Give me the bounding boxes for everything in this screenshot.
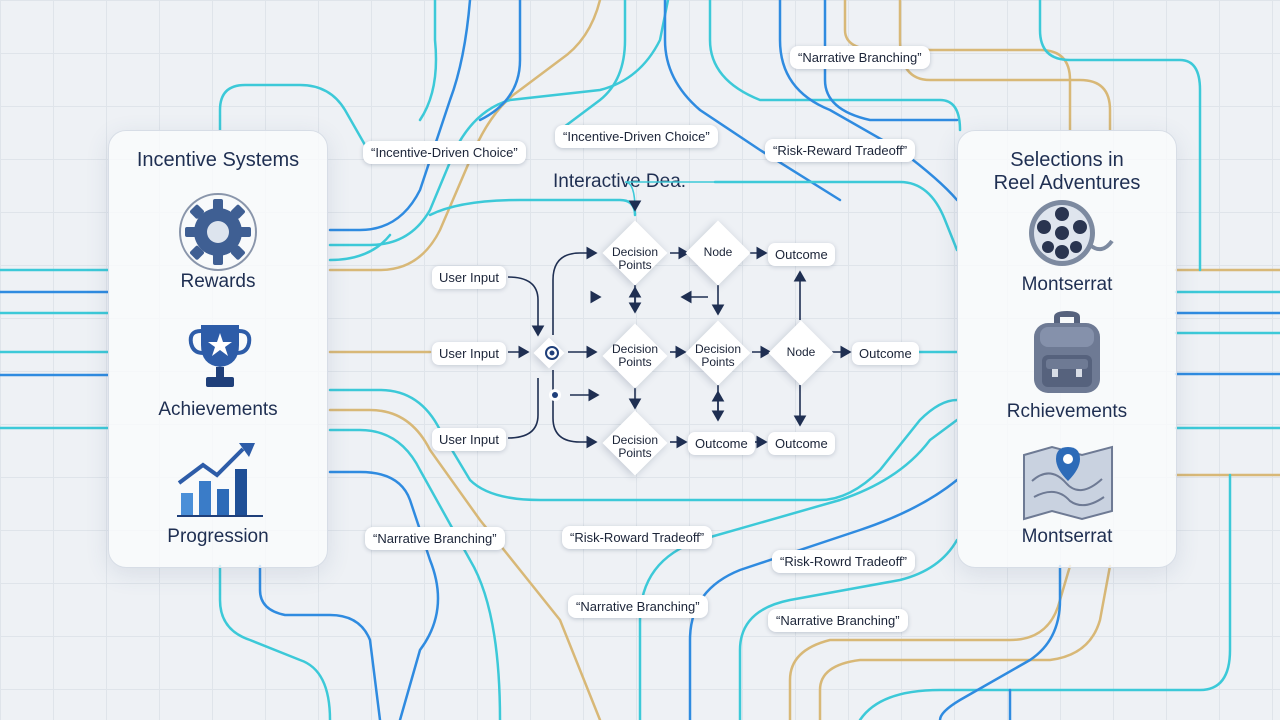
diagram-heading: Interactive Dea. xyxy=(553,171,687,192)
reel-adventures-panel: Selections in Reel Adventures Montserrat… xyxy=(957,130,1177,568)
outcome-node: Outcome xyxy=(688,432,755,455)
label-incentive-driven-choice: “Incentive-Driven Choice” xyxy=(363,141,526,164)
decision-points-label: Decision Points xyxy=(611,433,659,460)
backpack-icon xyxy=(1034,311,1100,393)
montserrat-label-1: Montserrat xyxy=(1021,274,1113,295)
label-narrative-branching: “Narrative Branching” xyxy=(365,527,505,550)
decision-points-label: Decision Points xyxy=(694,342,742,369)
label-narrative-branching: “Narrative Branching” xyxy=(768,609,908,632)
decision-points-label: Decision Points xyxy=(611,245,659,272)
label-incentive-driven-choice: “Incentive-Driven Choice” xyxy=(555,125,718,148)
user-input-node: User Input xyxy=(432,342,506,365)
trophy-icon xyxy=(188,325,252,387)
node-label: Node xyxy=(786,345,816,359)
bar-chart-icon xyxy=(177,443,263,517)
label-narrative-branching: “Narrative Branching” xyxy=(790,46,930,69)
label-risk-reward-tradeoff: “Risk-Rowrd Tradeoff” xyxy=(772,550,915,573)
dot-icon xyxy=(549,389,561,401)
rewards-label: Rewards xyxy=(180,271,256,292)
user-input-node: User Input xyxy=(432,428,506,451)
label-narrative-branching: “Narrative Branching” xyxy=(568,595,708,618)
gear-icon xyxy=(179,193,257,271)
achievements-label: Achievements xyxy=(158,399,278,420)
map-pin-icon xyxy=(1023,445,1113,521)
node-label: Node xyxy=(703,245,733,259)
film-reel-icon xyxy=(1029,200,1114,266)
incentive-systems-panel: Incentive Systems Rewards Achievements xyxy=(108,130,328,568)
panel-title-line2: Reel Adventures xyxy=(993,172,1141,194)
panel-title-line1: Selections in xyxy=(1010,149,1124,171)
outcome-node: Outcome xyxy=(852,342,919,365)
outcome-node: Outcome xyxy=(768,432,835,455)
progression-label: Progression xyxy=(167,526,269,547)
outcome-node: Outcome xyxy=(768,243,835,266)
montserrat-label-2: Montserrat xyxy=(1021,526,1113,547)
label-risk-reward-tradeoff: “Risk-Roward Tradeoff” xyxy=(562,526,713,549)
user-input-node: User Input xyxy=(432,266,506,289)
panel-title: Incentive Systems xyxy=(136,149,300,171)
target-icon xyxy=(545,346,559,360)
decision-points-label: Decision Points xyxy=(611,342,659,369)
label-risk-reward-tradeoff: “Risk-Reward Tradeoff” xyxy=(765,139,916,162)
rchievements-label: Rchievements xyxy=(1006,401,1128,422)
